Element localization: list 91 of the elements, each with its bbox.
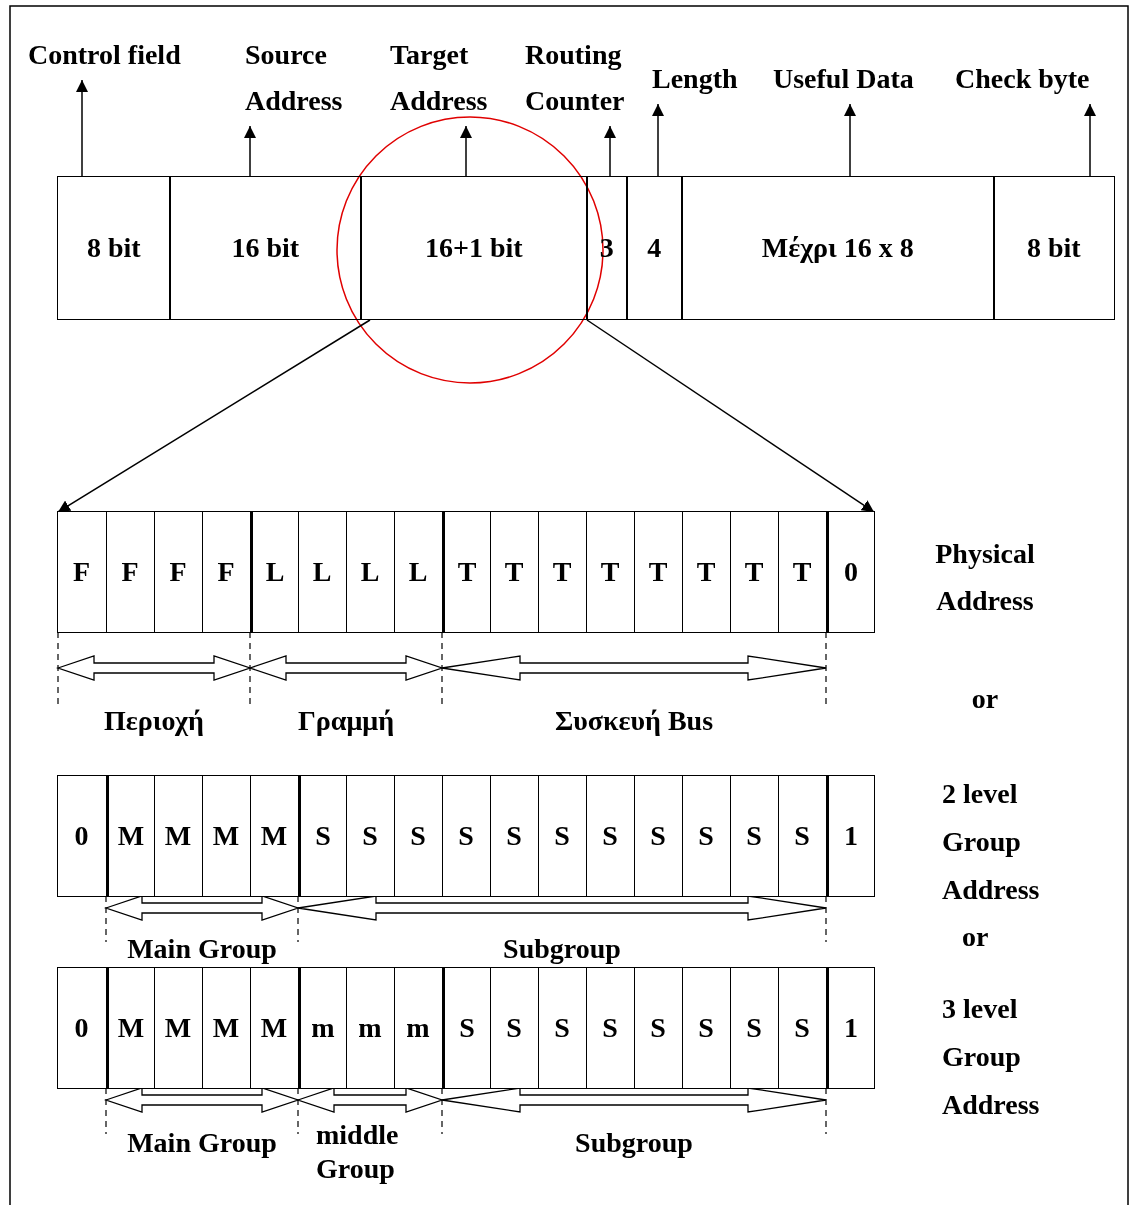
field-cell: 16 bit [169,176,362,320]
edge-label: Subgroup [502,932,622,966]
bit-cell: S [729,775,778,896]
bit-cell: S [297,775,346,896]
bit-cell: 0 [57,775,106,896]
bit-cell: S [729,967,778,1088]
bit-cell: S [537,967,586,1088]
bit-cell: L [393,511,442,632]
bit-cell: M [249,775,298,896]
bit-cell: 1 [825,775,874,896]
bit-cell: S [441,967,490,1088]
arrow [57,319,371,513]
bit-cell: M [105,967,154,1088]
edge-label: Main Group [126,932,278,966]
field-label: Length [652,56,757,102]
edge-label: Γραμμή [296,704,396,738]
bit-cell: L [345,511,394,632]
bit-cell: m [297,967,346,1088]
field-cell: 4 [626,176,683,320]
arrow [244,125,256,177]
bit-cell: T [489,511,538,632]
double-arrow [297,895,827,921]
bit-cell: S [441,775,490,896]
bit-cell: T [681,511,730,632]
bit-cell: S [585,967,634,1088]
bit-cell: S [681,967,730,1088]
row-label: Physical Address [934,537,1036,618]
field-cell: 8 bit [57,176,171,320]
field-cell: 8 bit [993,176,1115,320]
bit-cell: M [153,967,202,1088]
field-label: Useful Data [773,56,943,102]
bit-cell: M [249,967,298,1088]
row-label: 3 level Group Address [942,992,1041,1122]
bit-cell: T [777,511,826,632]
bit-cell: 0 [825,511,874,632]
row-label: or [970,682,1000,716]
bit-cell: F [201,511,250,632]
field-cell: Μέχρι 16 x 8 [681,176,995,320]
edge-label: middle Group [316,1118,400,1186]
double-arrow [441,655,827,681]
bit-cell: m [393,967,442,1088]
bit-cell: F [57,511,106,632]
bit-cell: m [345,967,394,1088]
bit-cell: S [537,775,586,896]
bit-cell: S [633,967,682,1088]
arrow [460,125,472,177]
bit-cell: T [585,511,634,632]
bit-cell: S [489,967,538,1088]
bit-cell: S [345,775,394,896]
bit-cell: F [153,511,202,632]
bit-cell: S [585,775,634,896]
edge-label: Περιοχή [103,704,205,738]
arrow [586,319,875,513]
bit-cell: M [201,967,250,1088]
bit-cell: F [105,511,154,632]
bit-cell: S [777,967,826,1088]
bit-row [56,774,875,897]
bit-cell: S [489,775,538,896]
bit-cell: S [681,775,730,896]
bit-cell: M [153,775,202,896]
field-cell: 16+1 bit [360,176,588,320]
edge-label: Συσκευή Bus [553,704,715,738]
bit-row [56,966,875,1089]
bit-cell: 1 [825,967,874,1088]
bit-cell: T [441,511,490,632]
bit-cell: T [537,511,586,632]
bit-cell: M [201,775,250,896]
bit-cell: M [105,775,154,896]
field-label: Target Address [390,32,510,124]
bit-cell: S [393,775,442,896]
bit-cell: 0 [57,967,106,1088]
edge-label: Subgroup [574,1126,694,1160]
bit-cell: L [249,511,298,632]
bit-row [56,510,875,633]
field-label: Check byte [955,56,1120,102]
bit-cell: S [777,775,826,896]
bit-cell: L [297,511,346,632]
edge-label: Main Group [126,1126,278,1160]
arrow [652,103,664,177]
field-label: Source Address [245,32,365,124]
arrow [604,125,616,177]
bit-cell: T [633,511,682,632]
bit-cell: T [729,511,778,632]
double-arrow [441,1087,827,1113]
field-label: Control field [28,32,228,78]
row-label: or [962,920,990,954]
arrow [76,79,88,177]
arrow [844,103,856,177]
arrow [1084,103,1096,177]
field-label: Routing Counter [525,32,650,124]
bit-cell: S [633,775,682,896]
